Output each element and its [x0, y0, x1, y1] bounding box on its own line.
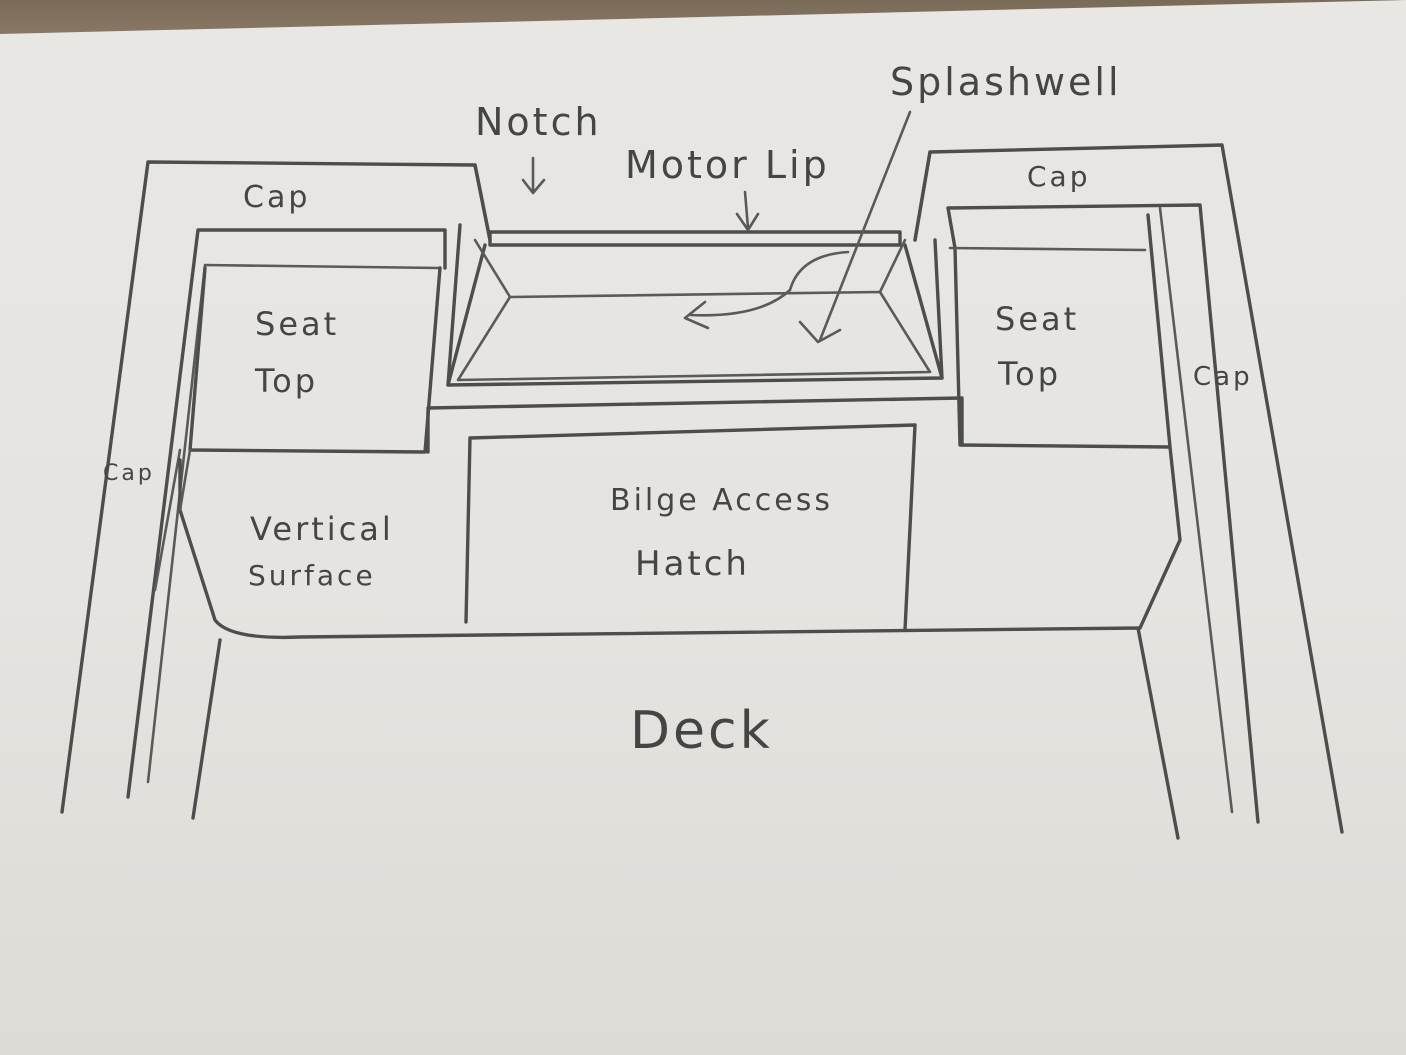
- deck-label: Deck: [630, 701, 773, 761]
- right-side-cap-label: Cap: [1193, 362, 1253, 392]
- splashwell-inner: [456, 290, 932, 382]
- left-seat-label-line2: Top: [254, 362, 318, 400]
- left-cap-step: [153, 448, 182, 592]
- bilge-hatch-label-line2: Hatch: [635, 544, 750, 584]
- right-seat-top-box: [953, 213, 1172, 449]
- notch-label: Notch: [475, 100, 602, 144]
- splashwell-label: Splashwell: [890, 60, 1122, 104]
- deck-right-edge: [1136, 626, 1180, 840]
- vertical-surface-label-line2: Surface: [248, 559, 376, 592]
- notch-right: [913, 150, 944, 380]
- right-seat-top-edge: [948, 246, 1147, 252]
- notch-arrow: [521, 156, 546, 195]
- left-seat-label-line1: Seat: [255, 305, 339, 343]
- splashwell-arrow-2: [683, 250, 850, 330]
- transom-ledge: [426, 396, 964, 454]
- bilge-hatch-label-line1: Bilge Access: [610, 483, 833, 518]
- notch-left: [446, 163, 492, 387]
- deck-left-edge: [191, 638, 222, 820]
- left-cap-inner-line: [126, 228, 447, 799]
- motor-lip-arrow: [735, 190, 760, 232]
- vertical-surface-outline: [178, 445, 1182, 640]
- right-top-cap-label: Cap: [1027, 160, 1090, 193]
- left-cap-outline: [60, 160, 492, 814]
- left-side-cap-label: Cap: [103, 461, 155, 486]
- right-cap-inner-line-2: [1158, 206, 1234, 814]
- left-cap-inner-line-2: [146, 263, 442, 784]
- splashwell-floor: [473, 238, 907, 299]
- left-seat-top-box: [188, 266, 442, 454]
- right-seat-label-line1: Seat: [995, 300, 1079, 338]
- splashwell-outline: [446, 243, 944, 387]
- vertical-surface-label-line1: Vertical: [250, 510, 394, 548]
- bilge-hatch-box: [464, 423, 917, 632]
- right-cap-inner-line: [946, 203, 1260, 824]
- right-seat-label-line2: Top: [997, 355, 1061, 393]
- vertical-surface-left: [178, 448, 192, 512]
- left-top-cap-label: Cap: [243, 180, 310, 215]
- motor-lip-label: Motor Lip: [625, 143, 830, 187]
- splashwell-arrow-1: [798, 110, 912, 344]
- motor-lip: [488, 230, 902, 247]
